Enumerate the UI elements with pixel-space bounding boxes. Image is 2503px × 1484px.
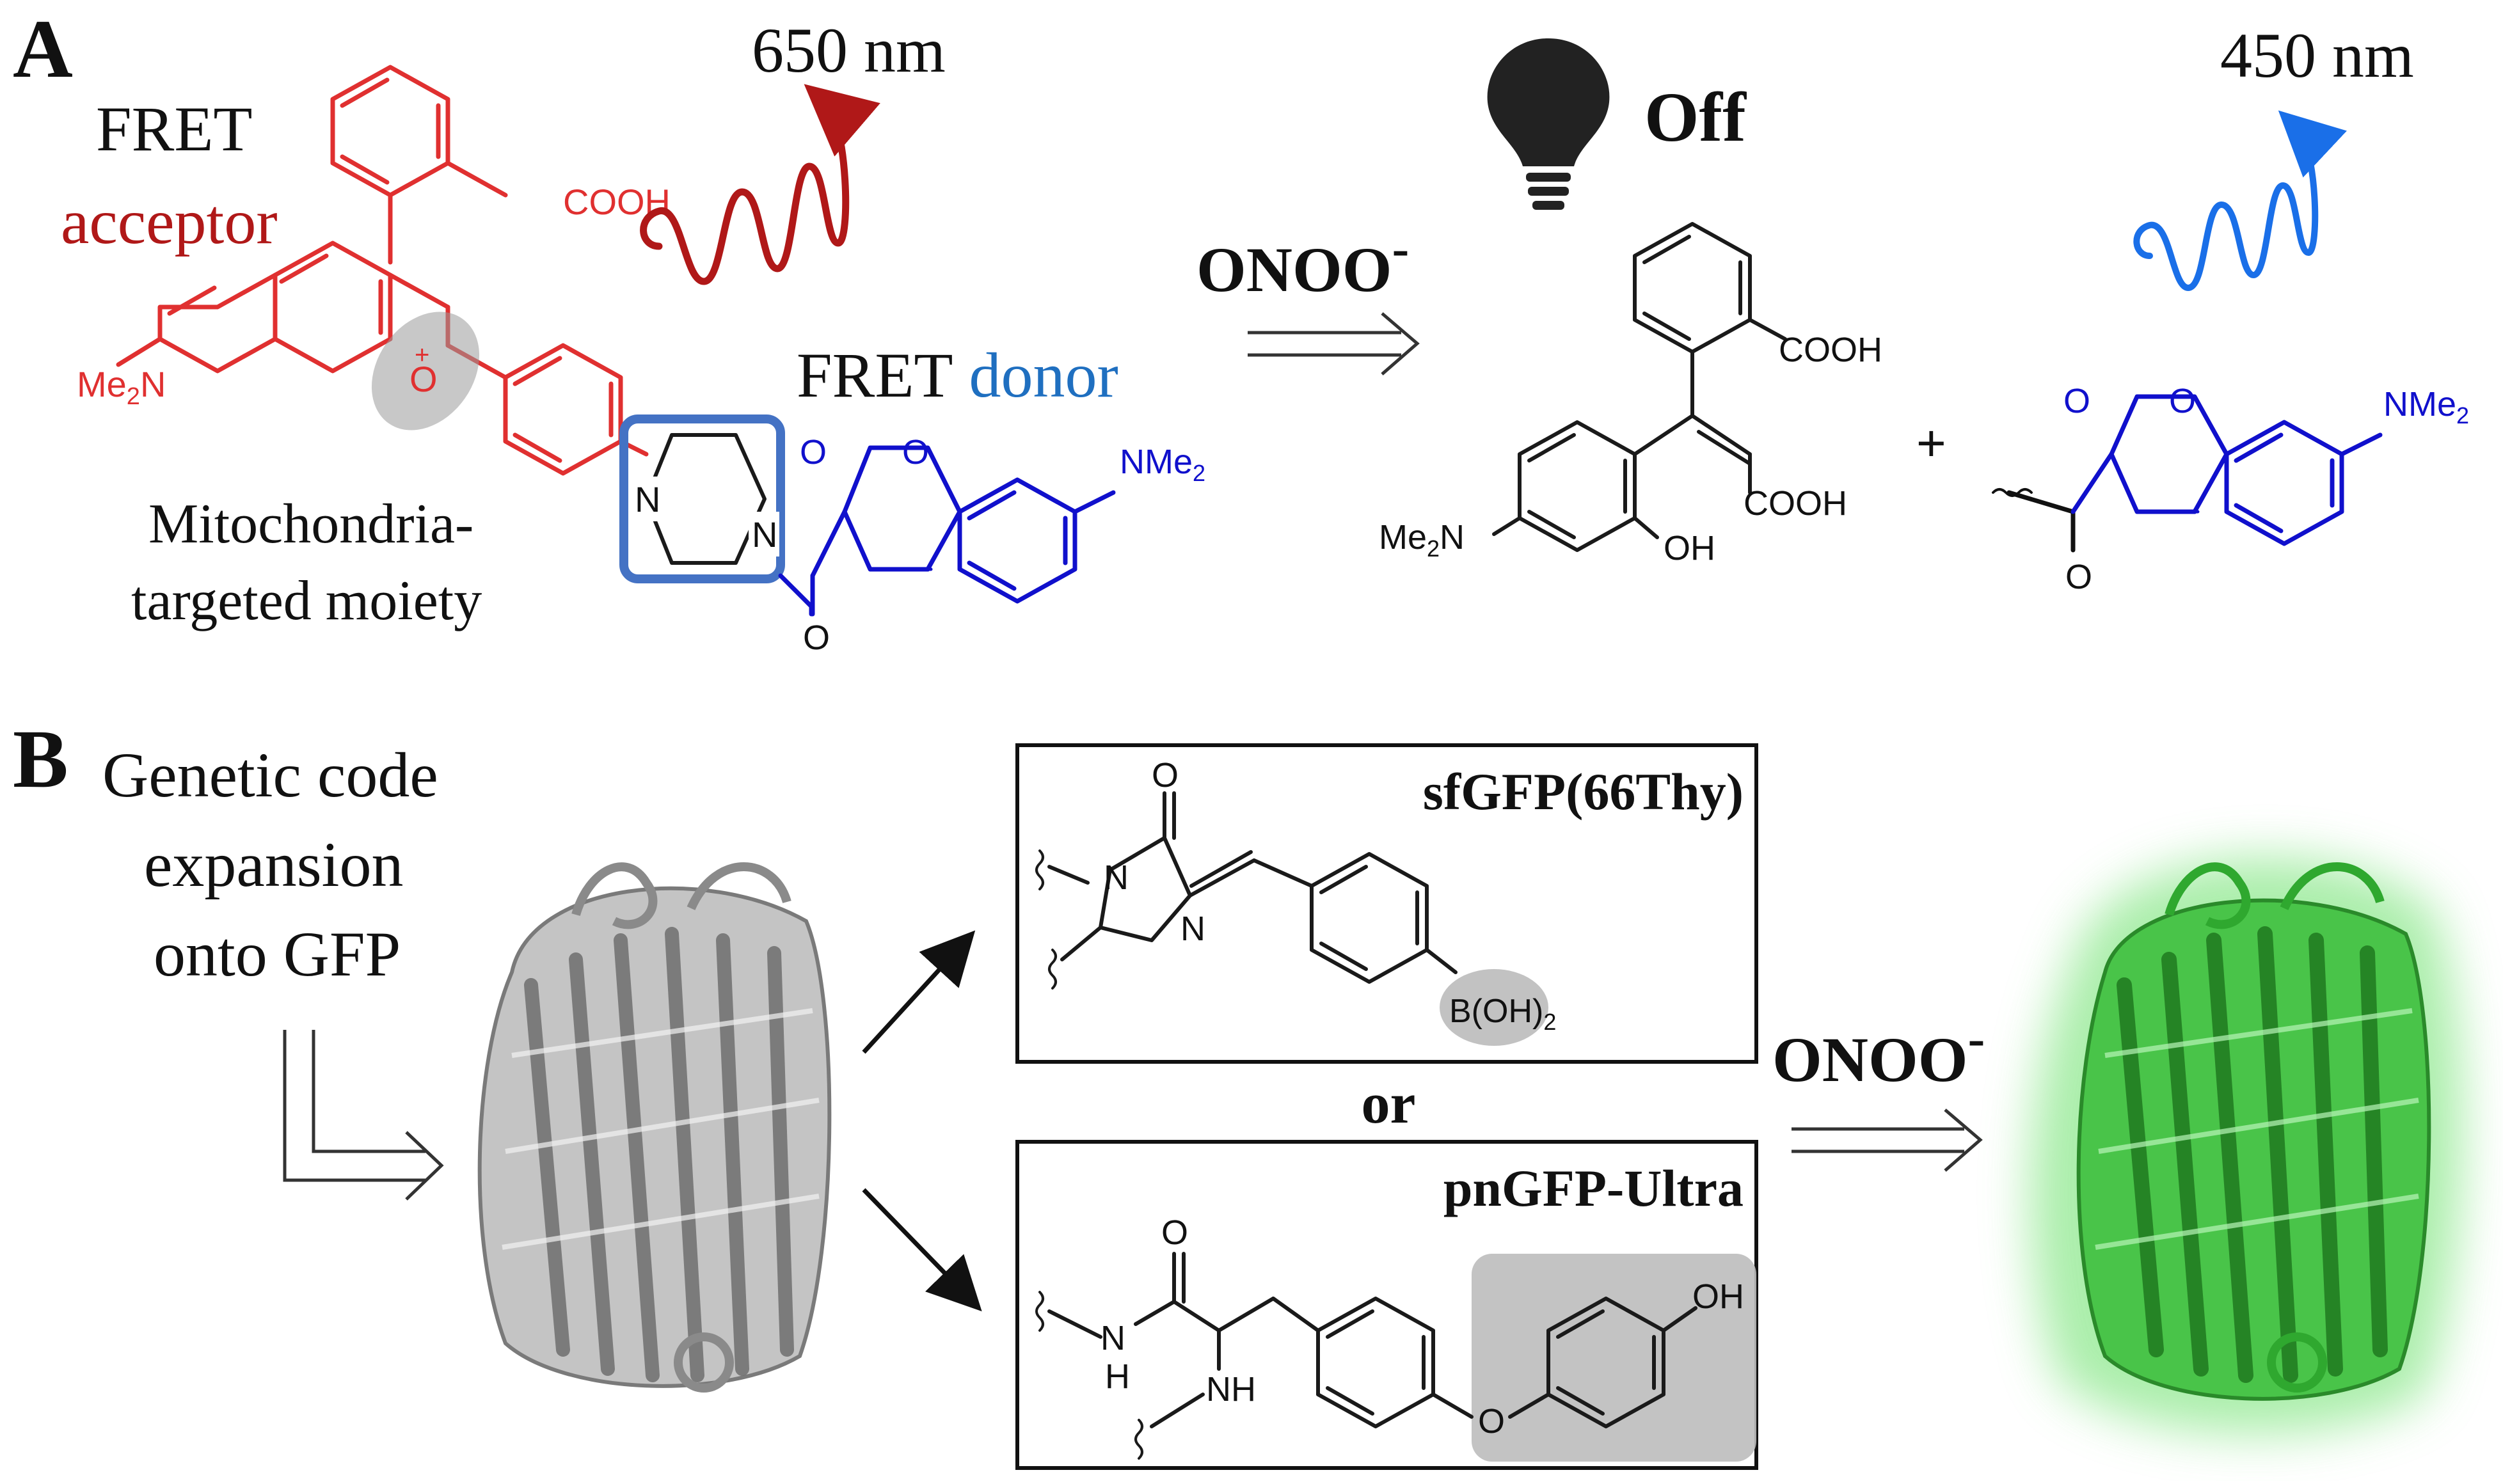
product-oh: OH (1664, 529, 1715, 567)
product-plus: + (1916, 414, 1946, 471)
released-ring-o: O (2169, 382, 2196, 420)
released-nme2: NMe2 (2383, 385, 2469, 429)
product-cooh-1: COOH (1779, 331, 1882, 369)
intro-line2: expansion (144, 829, 403, 900)
emission-wave-450 (2133, 110, 2347, 292)
intro-line3: onto GFP (154, 919, 401, 990)
pngfp-nh1-h: H (1105, 1357, 1130, 1396)
mito-line1: Mitochondria- (148, 493, 473, 555)
sfgfp-box (1015, 743, 1758, 1064)
product-me2n: Me2N (1379, 518, 1465, 562)
expansion-arrow (283, 1030, 444, 1201)
product-cooh-2: COOH (1744, 484, 1847, 523)
piperazine-box (619, 414, 785, 583)
released-keto-o: O (2065, 558, 2092, 596)
pngfp-o1: O (1161, 1213, 1188, 1252)
intro-line1: Genetic code (102, 739, 438, 810)
lightbulb-icon (1487, 38, 1610, 210)
piperazine-n1-bg (630, 477, 661, 521)
panel-b-label: B (13, 713, 68, 805)
pngfp-nh2: NH (1206, 1370, 1256, 1409)
sfgfp-n2: N (1180, 910, 1205, 948)
released-carbonyl-o: O (2063, 382, 2090, 420)
pngfp-title: pnGFP-Ultra (1443, 1159, 1744, 1217)
emission-450-label: 450 nm (2220, 20, 2414, 91)
donor-keto-o: O (803, 619, 830, 657)
sfgfp-o: O (1152, 756, 1179, 794)
sfgfp-structure (1035, 791, 1458, 990)
emission-650-label: 650 nm (752, 15, 946, 86)
piperazine-n1: N (635, 479, 660, 519)
sfgfp-title: sfGFP(66Thy) (1423, 762, 1744, 821)
connector-or: or (1362, 1072, 1416, 1135)
pngfp-structure (1035, 1252, 1697, 1460)
piperazine-ring (644, 433, 767, 565)
donor-structure (778, 445, 1116, 617)
reagent-a: ONOO- (1196, 221, 1409, 305)
piperazine-n2: N (752, 514, 777, 555)
reaction-arrow-b (1792, 1109, 1983, 1172)
pngfp-o2: O (1478, 1402, 1505, 1441)
oxonium-highlight (371, 312, 480, 430)
released-coumarin (1992, 394, 2383, 553)
reaction-arrow-a (1248, 312, 1420, 375)
pngfp-nh1: N (1101, 1319, 1125, 1357)
donor-nme2: NMe2 (1120, 443, 1205, 486)
boronic-highlight (1440, 969, 1548, 1046)
gfp-protein-gray (477, 862, 832, 1393)
sfgfp-n1: N (1104, 858, 1129, 897)
mito-line2: targeted moiety (131, 570, 482, 632)
arrow-to-top-box (862, 930, 976, 1054)
state-off: Off (1644, 78, 1747, 156)
oxonium-o: O (409, 359, 438, 399)
donor-carbonyl-o: O (800, 433, 827, 471)
sfgfp-boronic: B(OH)2 (1449, 993, 1556, 1035)
arrow-to-bottom-box (862, 1188, 982, 1312)
product-structure (1492, 222, 1787, 552)
piperazine-n2-bg (749, 512, 779, 556)
acceptor-title: FRET (96, 93, 252, 164)
reagent-b: ONOO- (1772, 1011, 1985, 1095)
panel-a-label: A (13, 3, 73, 95)
pngfp-oh: OH (1692, 1277, 1744, 1316)
oxonium-charge: + (415, 341, 429, 369)
acceptor-nme2: Me2N (77, 364, 166, 410)
donor-ring-o: O (902, 433, 929, 471)
gfp-protein-green (2030, 857, 2462, 1434)
phenoxy-highlight (1472, 1254, 1756, 1462)
acceptor-word: acceptor (61, 186, 278, 257)
emission-wave-650 (640, 84, 880, 285)
